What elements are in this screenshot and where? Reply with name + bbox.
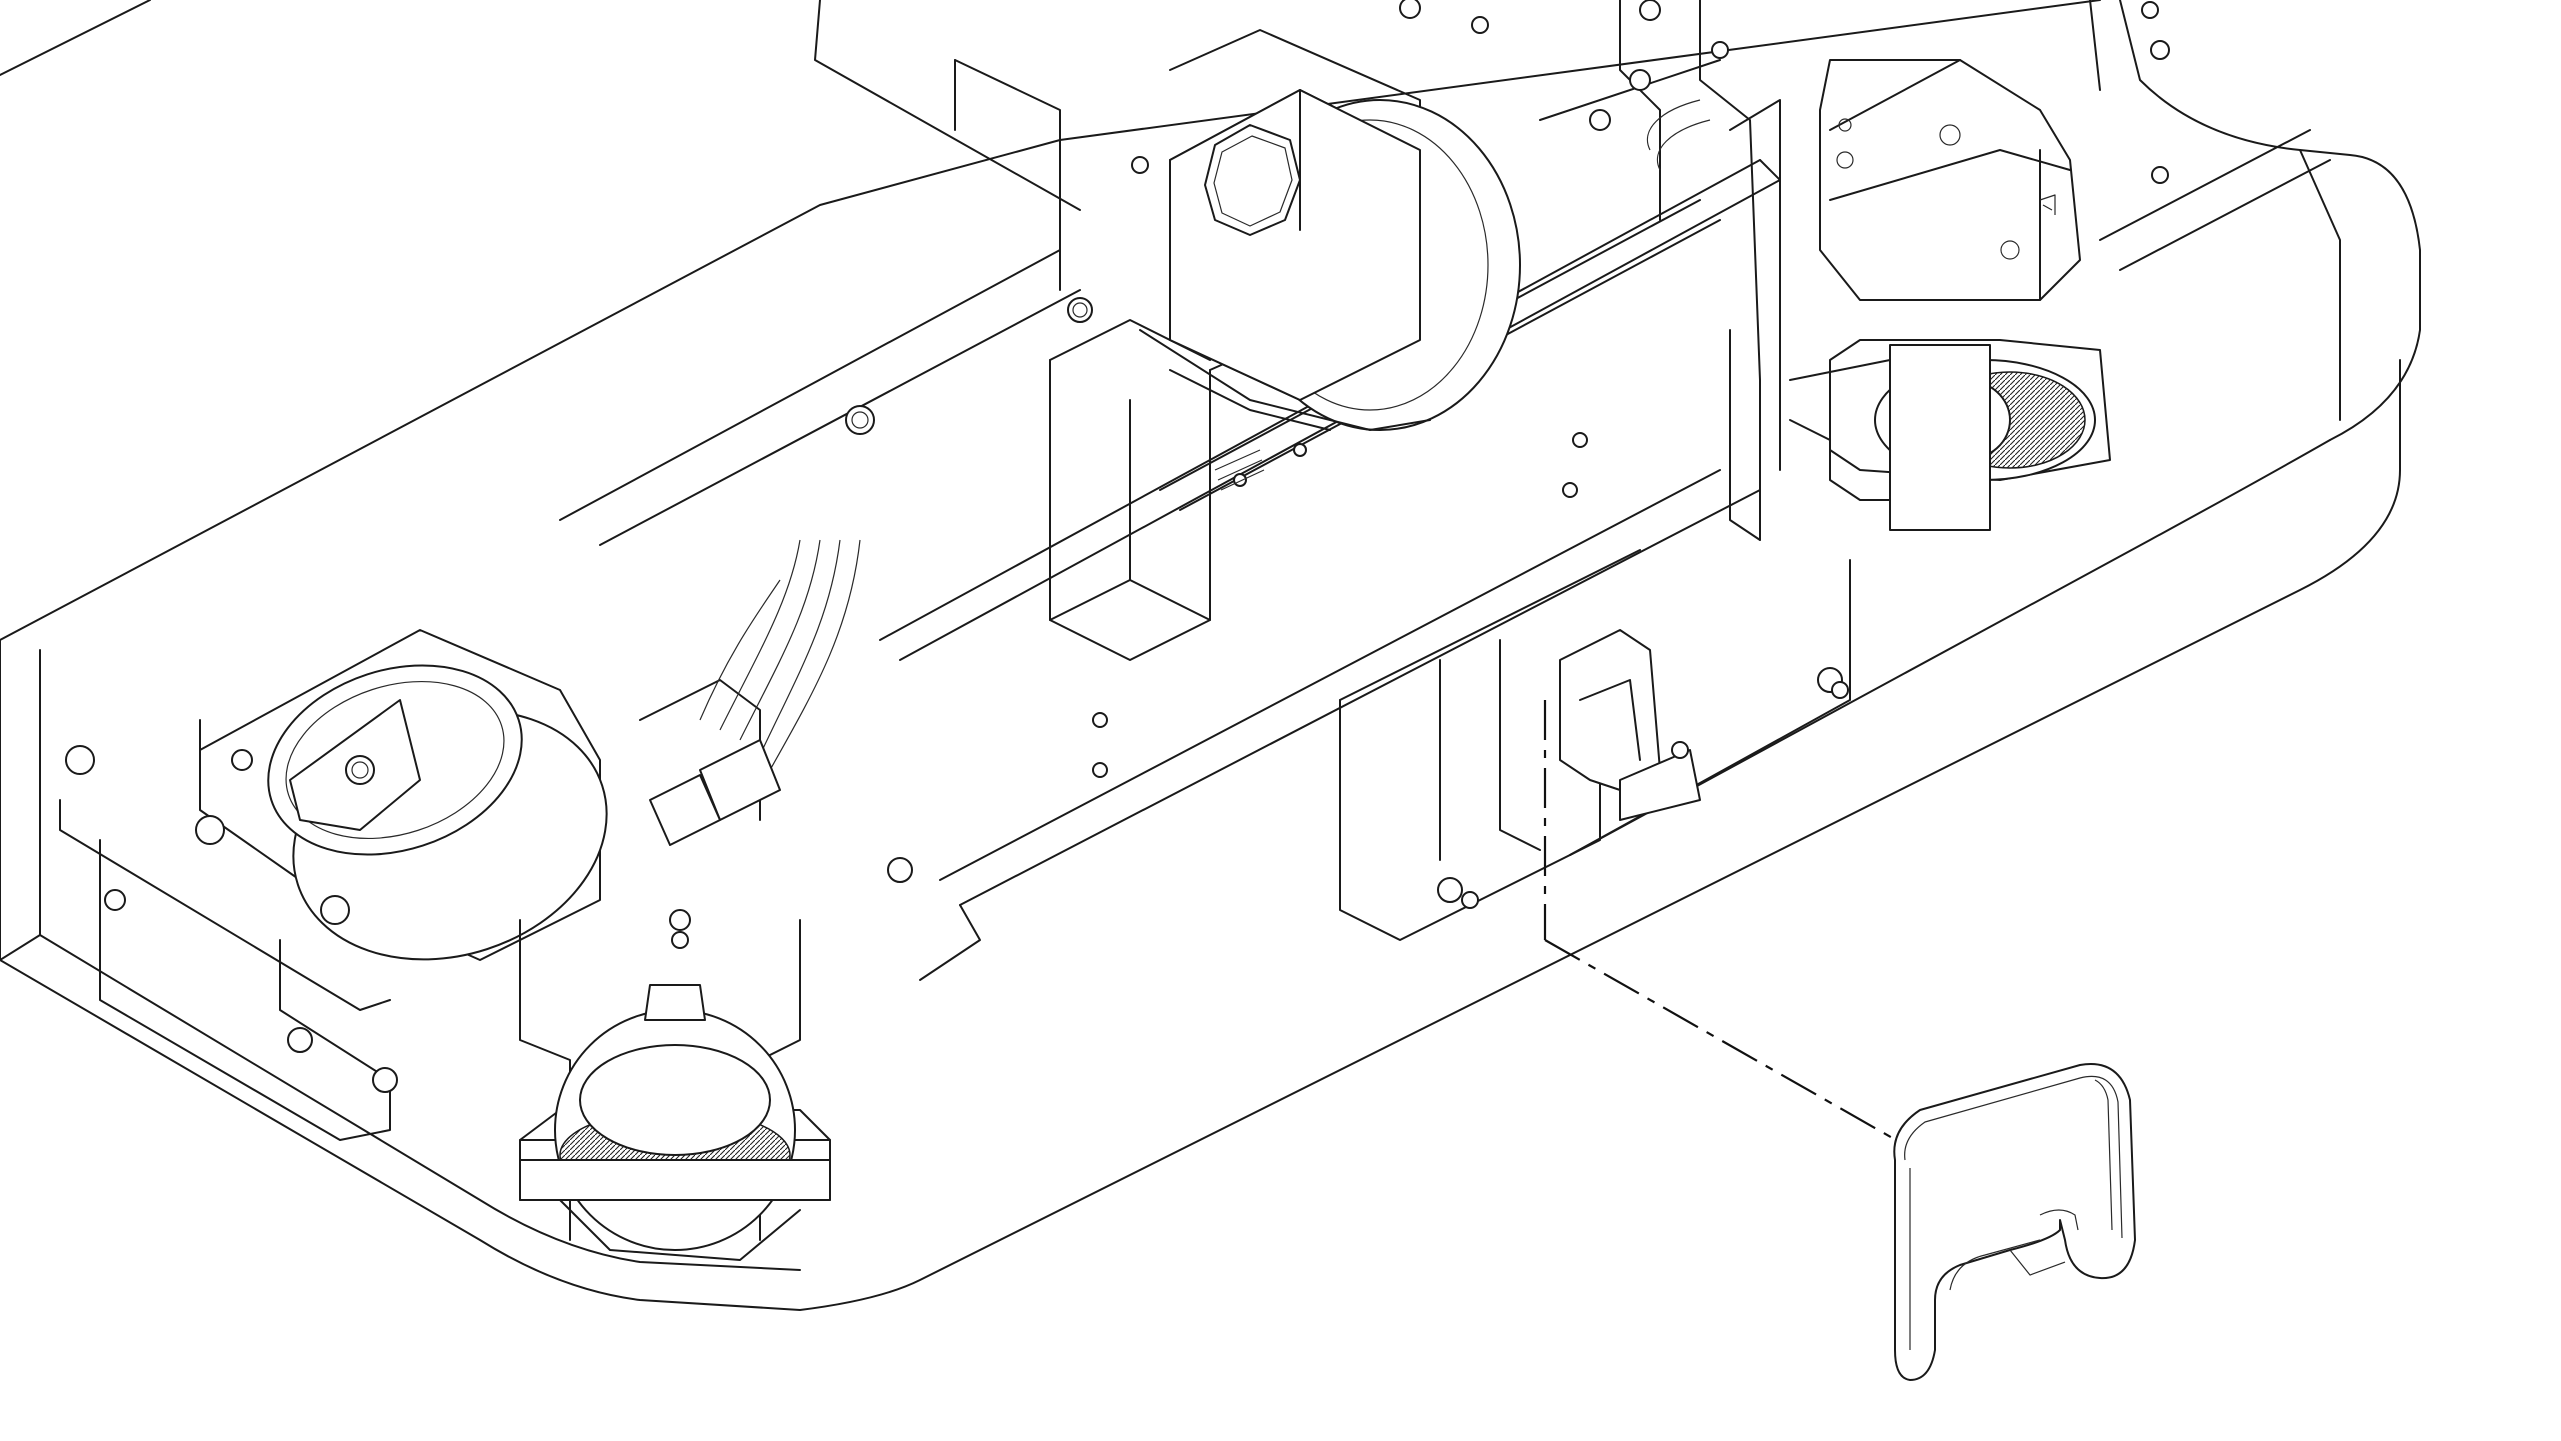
rear-right-caster: [1619, 0, 2111, 541]
detached-handle-part: [1893, 1063, 2136, 1381]
cable-harness: [649, 99, 1711, 846]
front-left-wheel: [199, 629, 608, 961]
docking-socket-bracket: [1339, 549, 1843, 941]
part-marking-glyphs: [1214, 194, 2056, 491]
fasteners: [65, 0, 2170, 1093]
center-drive-motor: [954, 29, 1521, 431]
front-center-wheel: [519, 919, 831, 1261]
